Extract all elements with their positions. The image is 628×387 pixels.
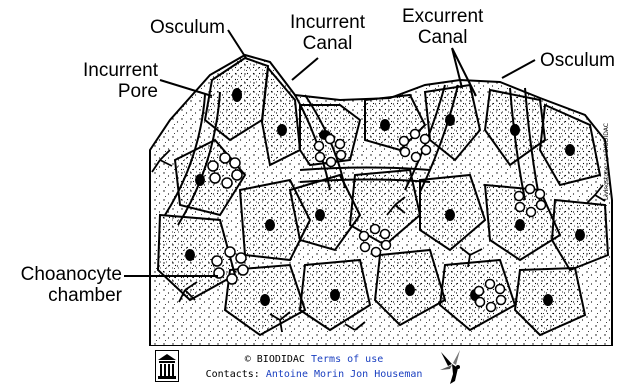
illustration-credit: Livingstone, © BIODIDAC: [603, 100, 613, 200]
copyright-line: © BIODIDAC Terms of use: [200, 352, 428, 367]
terms-of-use-link[interactable]: Terms of use: [311, 354, 383, 365]
contact-link-jon-houseman[interactable]: Jon Houseman: [350, 369, 422, 380]
label-excurrent-canal: Excurrent Canal: [402, 6, 483, 48]
contact-link-antoine-morin[interactable]: Antoine Morin: [266, 369, 344, 380]
museum-building-icon: [155, 350, 179, 382]
contacts-line: Contacts: Antoine Morin Jon Houseman: [200, 367, 428, 382]
label-incurrent-pore: Incurrent Pore: [76, 60, 158, 102]
label-choanocyte-chamber: Choanocyte chamber: [10, 264, 122, 306]
label-osculum-left: Osculum: [150, 17, 225, 38]
bird-icon: [438, 348, 466, 386]
sponge-diagram: Osculum Incurrent Canal Excurrent Canal …: [0, 0, 628, 346]
contacts-label: Contacts:: [206, 369, 260, 380]
label-osculum-right: Osculum: [540, 50, 615, 71]
label-incurrent-canal: Incurrent Canal: [290, 12, 365, 54]
footer-text: © BIODIDAC Terms of use Contacts: Antoin…: [200, 352, 428, 382]
footer: © BIODIDAC Terms of use Contacts: Antoin…: [0, 346, 628, 387]
copyright-text: © BIODIDAC: [245, 354, 305, 365]
